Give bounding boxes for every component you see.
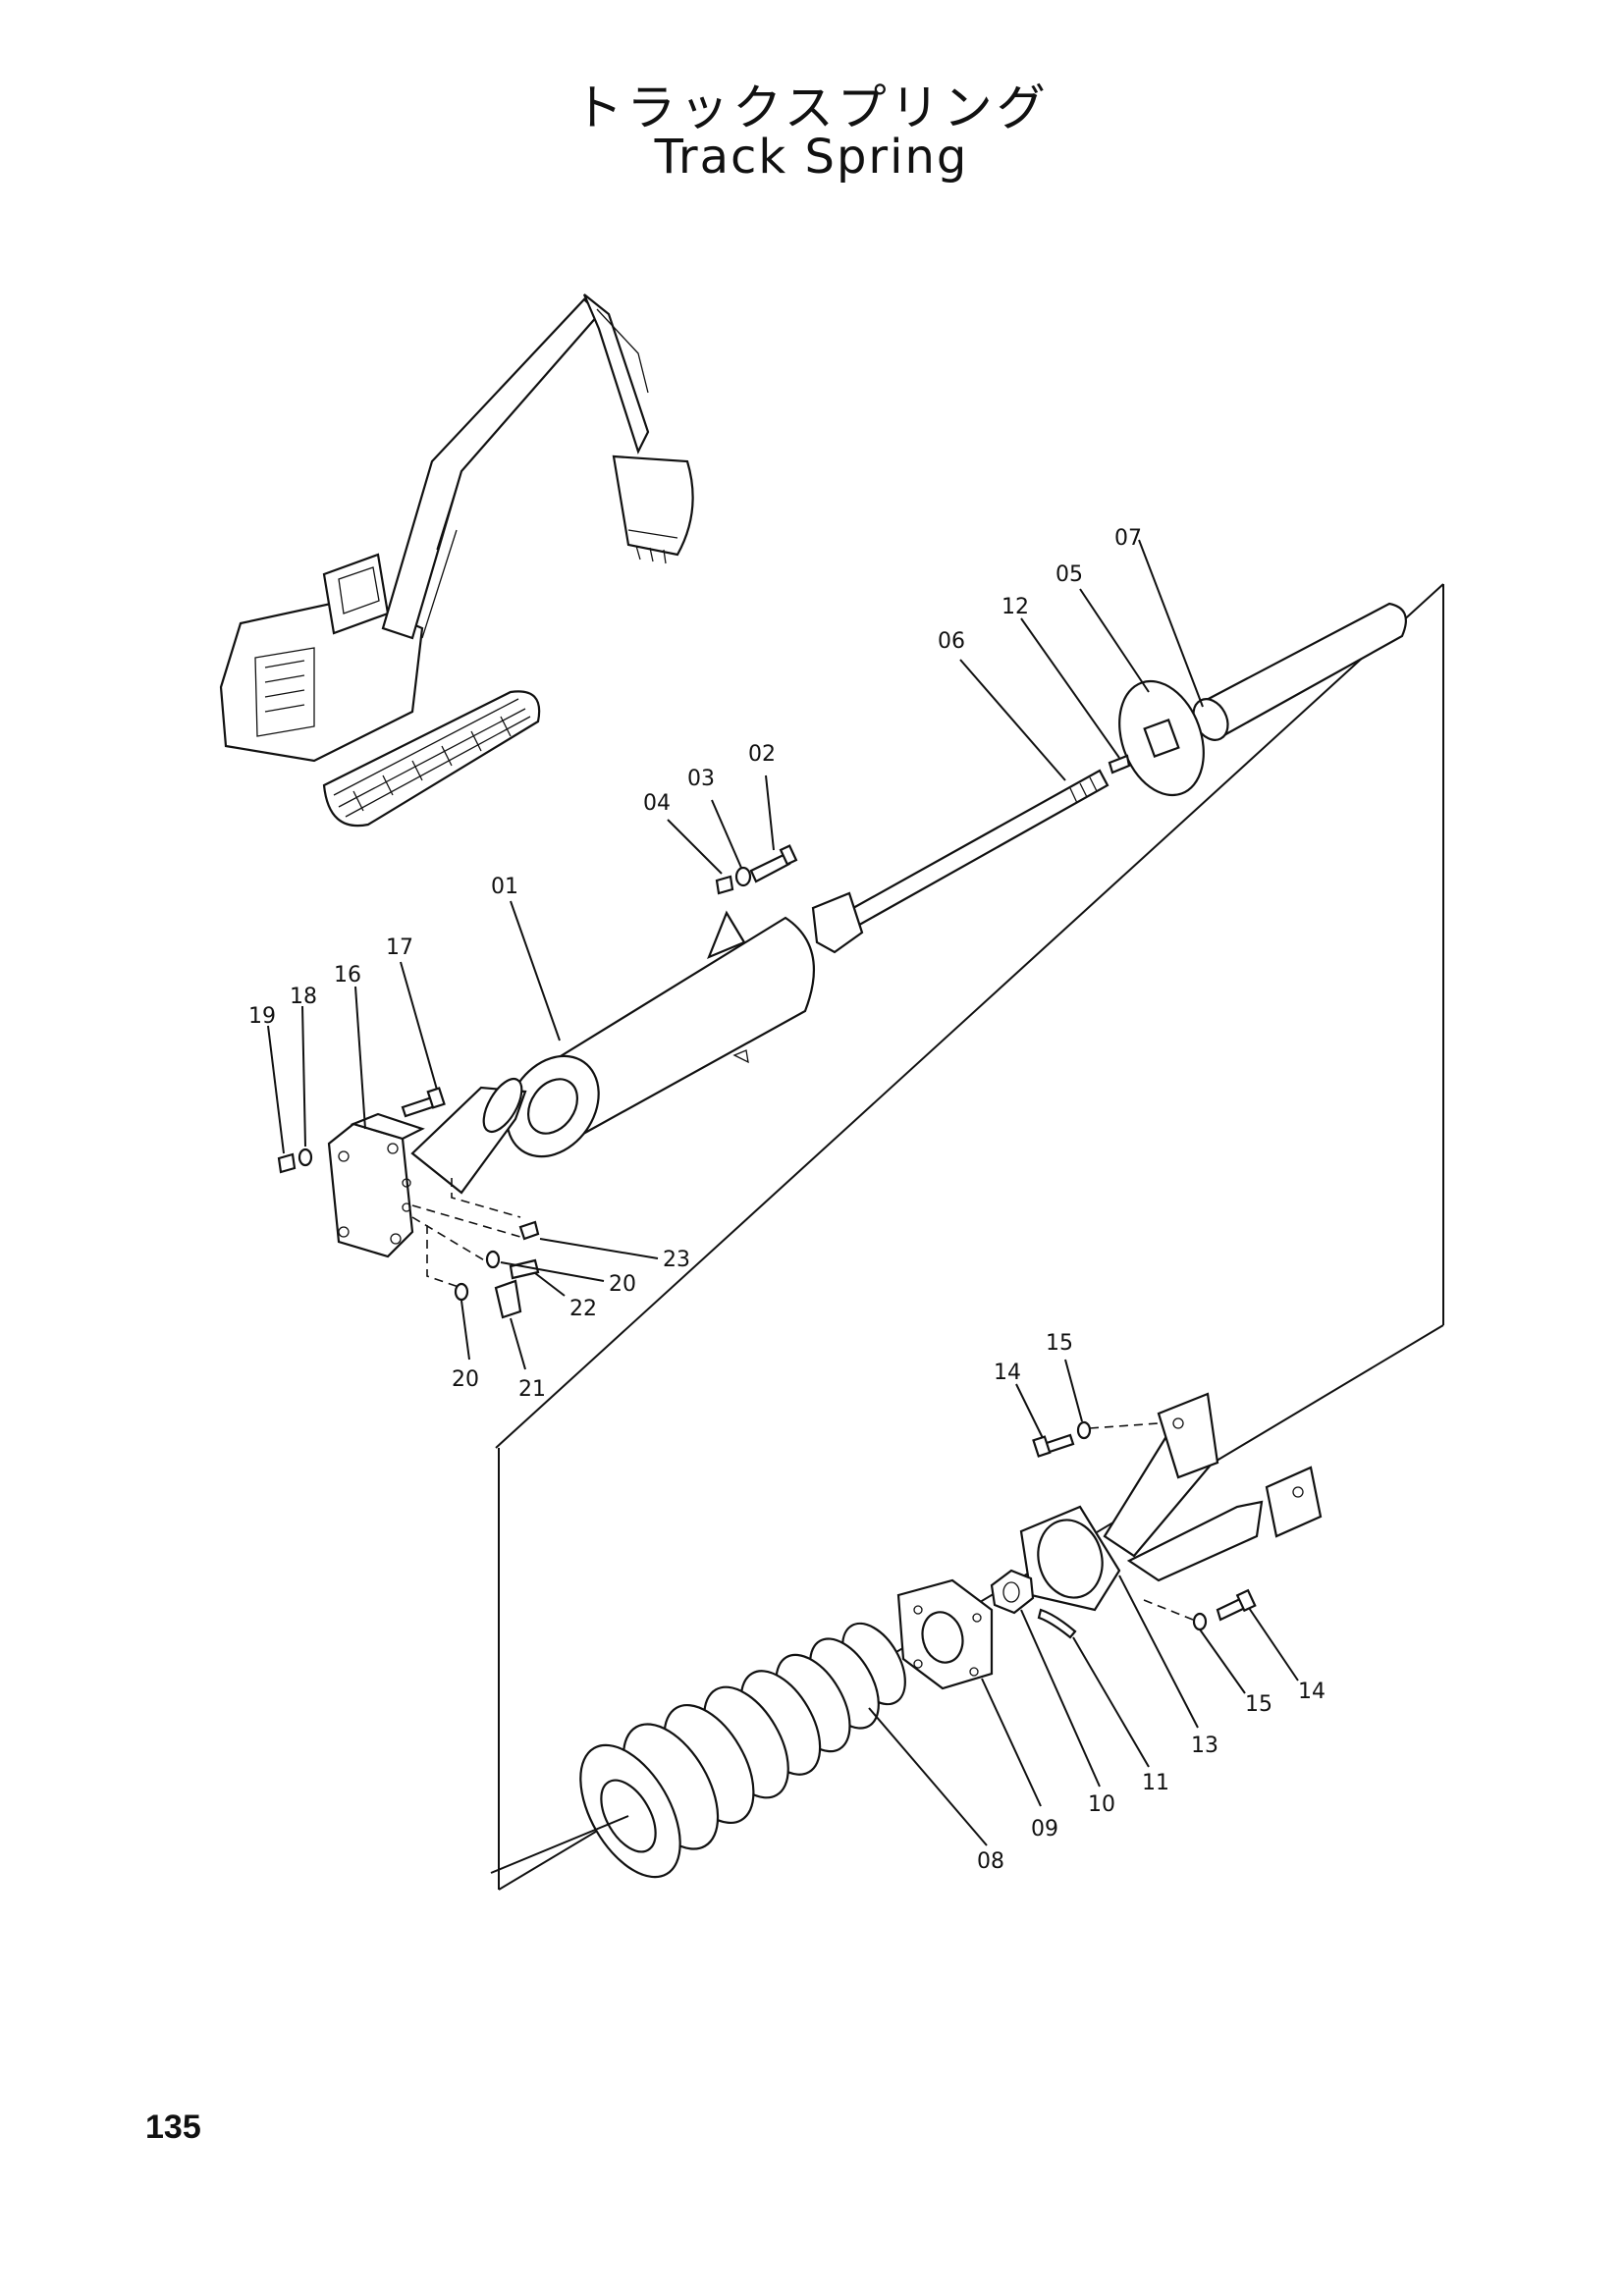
part-17-bolt: [401, 1087, 446, 1118]
callout-11: 11: [1142, 1771, 1169, 1795]
callout-15-upper: 15: [1046, 1331, 1073, 1356]
part-12-pin: [1108, 754, 1131, 774]
callout-03: 03: [687, 767, 715, 791]
callout-14-lower: 14: [1298, 1680, 1325, 1704]
callout-06: 06: [938, 629, 965, 654]
callout-05: 05: [1055, 562, 1083, 587]
parts-10-11-nut-pin: [990, 1569, 1077, 1639]
part-16-end-housing: [327, 1077, 527, 1258]
callout-23: 23: [663, 1248, 690, 1272]
callout-01: 01: [491, 875, 518, 899]
excavator-illustration: [219, 294, 694, 828]
title-english: Track Spring: [654, 130, 969, 185]
part-07-guide-tube: [1192, 602, 1407, 741]
callout-15-lower: 15: [1245, 1692, 1272, 1717]
callout-12: 12: [1001, 595, 1029, 619]
callout-02: 02: [748, 742, 776, 767]
parts-14-15-bolt-washer: [1032, 1420, 1257, 1631]
callout-19: 19: [248, 1004, 276, 1029]
callout-20-lower: 20: [452, 1367, 479, 1392]
part-09-bracket-plate: [896, 1578, 994, 1690]
callout-09: 09: [1031, 1817, 1058, 1842]
callout-10: 10: [1088, 1792, 1115, 1817]
callout-14-upper: 14: [994, 1361, 1021, 1385]
callout-08: 08: [977, 1849, 1004, 1874]
callout-18: 18: [290, 985, 317, 1009]
title-japanese: トラックスプリング: [573, 80, 1050, 136]
parts-18-19-washer-nut: [277, 1148, 313, 1174]
parts-20-23-grease-fittings: [411, 1178, 540, 1319]
callout-22: 22: [569, 1297, 597, 1321]
callout-16: 16: [334, 963, 361, 988]
part-06-rod: [811, 769, 1109, 954]
callout-13: 13: [1191, 1734, 1218, 1758]
leader-lines: [267, 539, 1299, 1874]
part-08-spring: [579, 1622, 906, 1879]
callout-17: 17: [386, 935, 413, 960]
callout-04: 04: [643, 791, 671, 816]
part-05-spring-plate: [1118, 679, 1205, 797]
parts-02-03-04-bolt-set: [715, 844, 798, 895]
callout-labels: 07 05 12 06 02 03 04 01 17 16 18 19 23 2…: [248, 526, 1325, 1874]
callout-21: 21: [518, 1377, 546, 1402]
part-01-cylinder: [506, 910, 816, 1158]
callout-20-upper: 20: [609, 1272, 636, 1297]
part-13-yoke: [1019, 1392, 1323, 1612]
page-number: 135: [145, 2109, 201, 2146]
callout-07: 07: [1114, 526, 1142, 551]
